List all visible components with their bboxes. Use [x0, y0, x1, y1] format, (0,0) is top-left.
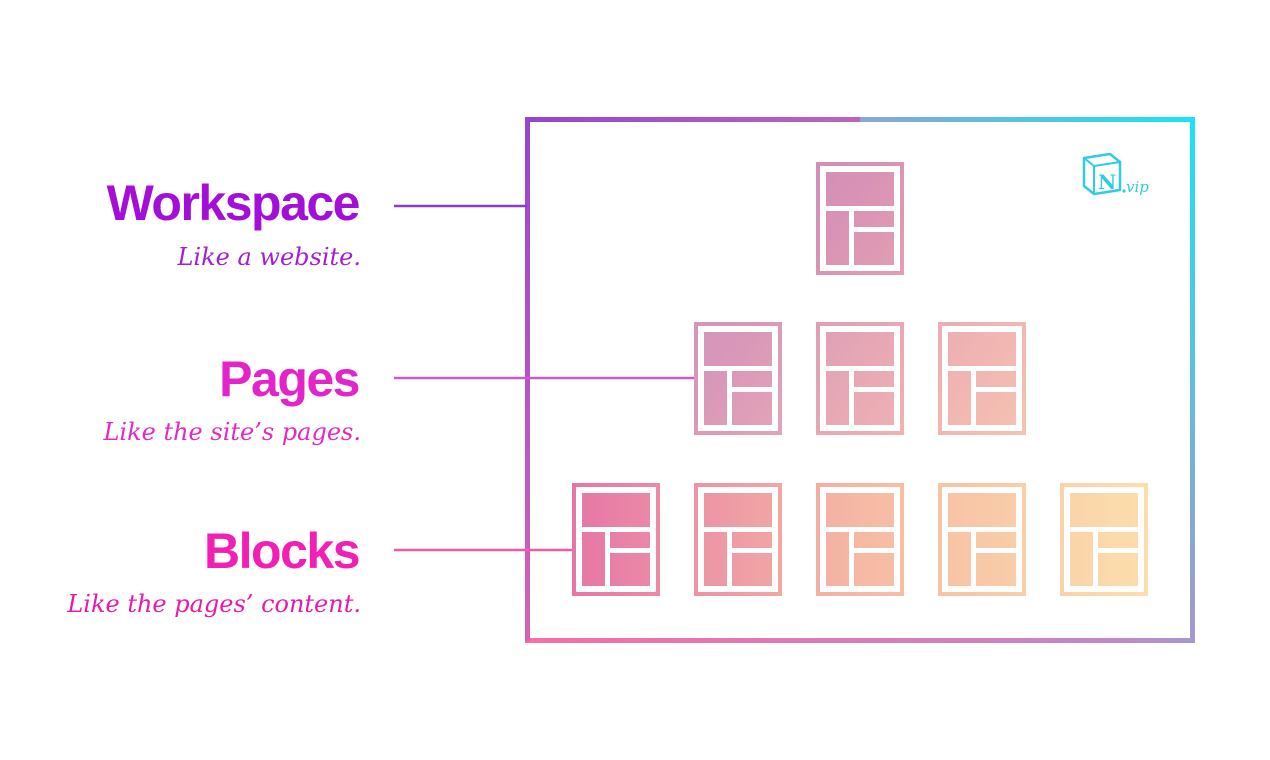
logo-word: vip: [1126, 178, 1149, 196]
blocks-page-icon: [694, 483, 782, 596]
pages-page-icon: [816, 322, 904, 435]
workspace-frame-top-left: [525, 117, 860, 641]
workspace-subtitle: Like a website.: [177, 243, 361, 271]
blocks-page-icon: [938, 483, 1026, 596]
pages-page-icon: [938, 322, 1026, 435]
pages-title: Pages: [219, 351, 360, 407]
pages-page-icon: [694, 322, 782, 435]
logo-dot: [1122, 189, 1126, 193]
logo-letter: N: [1098, 170, 1116, 194]
blocks-subtitle: Like the pages’ content.: [67, 590, 361, 618]
notion-vip-logo: N vip: [1082, 152, 1149, 196]
workspace-title: Workspace: [106, 175, 361, 231]
workspace-page-icon: [816, 162, 904, 275]
blocks-page-icon: [572, 483, 660, 596]
page-icons: [572, 162, 1148, 596]
blocks-page-icon: [1060, 483, 1148, 596]
blocks-page-icon: [816, 483, 904, 596]
notion-cube-icon: N: [1082, 152, 1122, 196]
blocks-title: Blocks: [204, 523, 360, 579]
pages-subtitle: Like the site’s pages.: [103, 418, 361, 446]
